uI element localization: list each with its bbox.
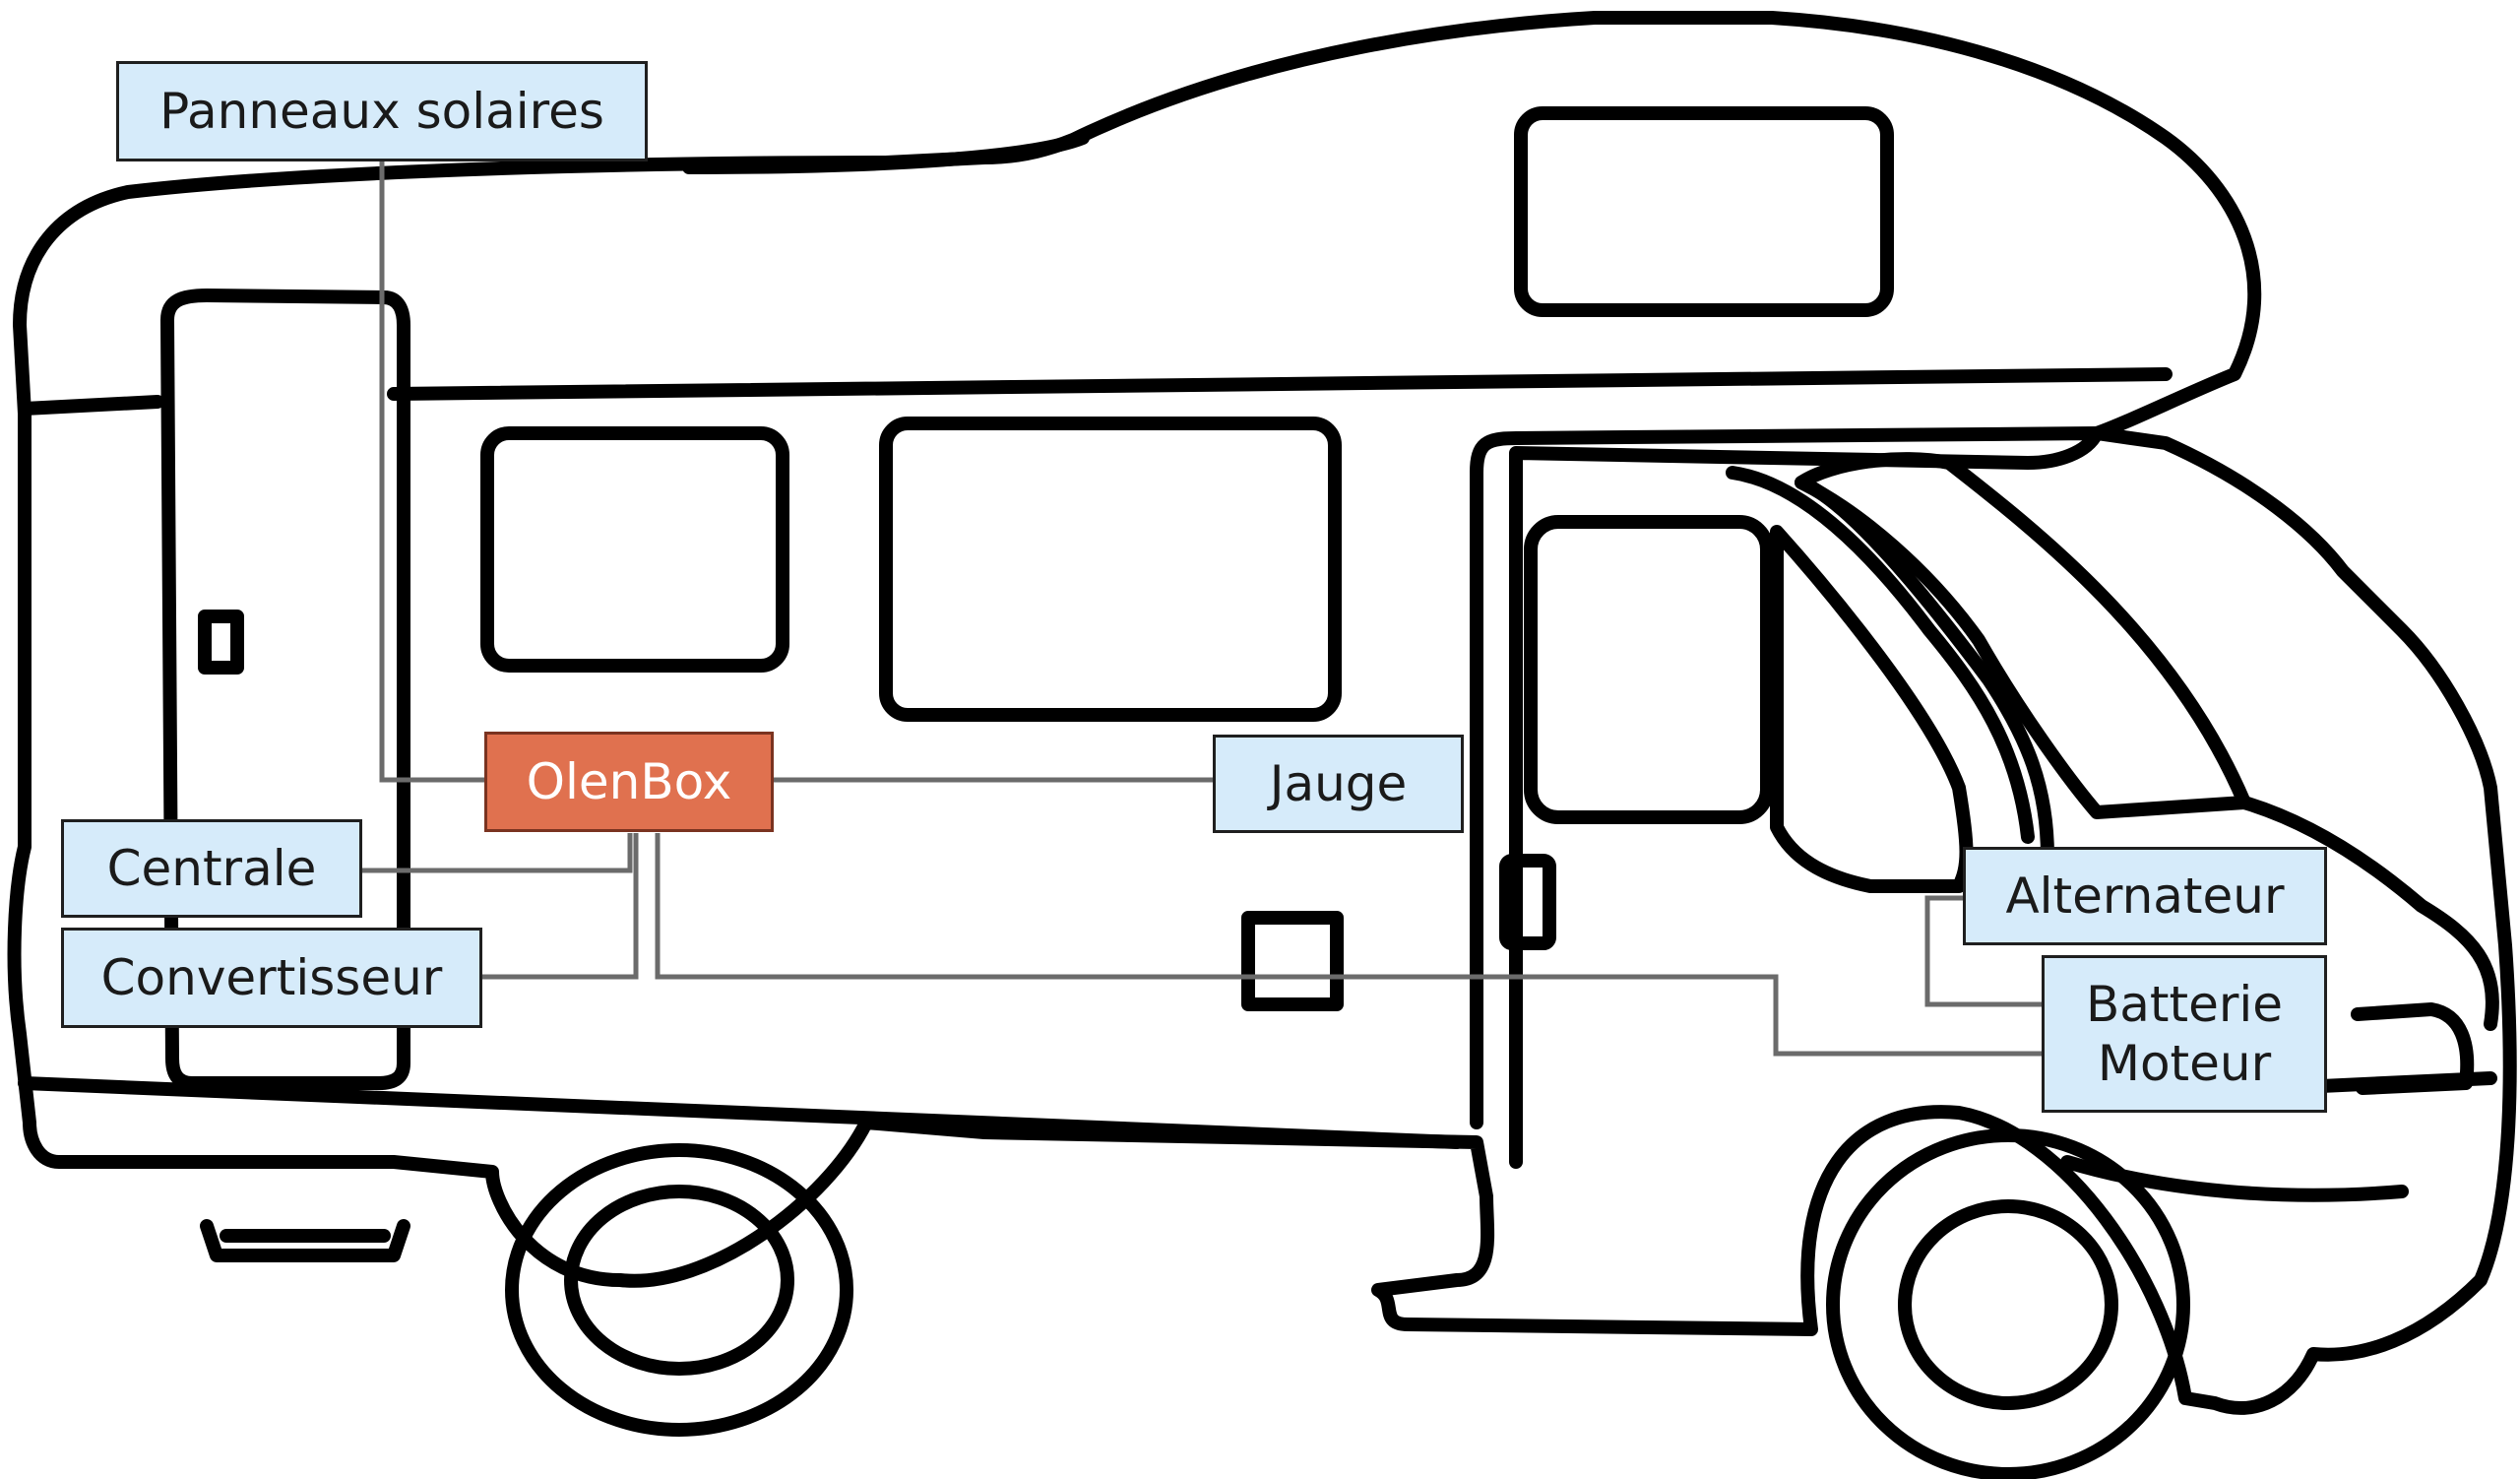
- front-wheel-inner: [1898, 1199, 2118, 1410]
- connector-panneaux: [379, 160, 484, 783]
- headlight: [2351, 1002, 2475, 1095]
- van-body-outline: [7, 11, 2517, 1415]
- olenbox-box: OlenBox: [484, 732, 774, 832]
- alternateur-box: Alternateur: [1963, 847, 2327, 945]
- door-handle: [198, 610, 244, 675]
- cab-door-handle: [1499, 854, 1556, 950]
- rear-wheel-outer: [505, 1143, 853, 1437]
- connector-centrale: [362, 833, 633, 873]
- rear-window-center: [879, 417, 1342, 722]
- rear-window-left: [480, 426, 789, 673]
- rear-wheel-inner: [564, 1185, 794, 1376]
- connector-alternateur: [1924, 895, 2042, 1007]
- cab-door-outline: [1470, 426, 2104, 1169]
- windscreen: [1770, 525, 1974, 893]
- alternateur-label: Alternateur: [2005, 868, 2285, 925]
- connector-convertisseur: [482, 833, 639, 980]
- side-door-outline: [160, 289, 410, 1090]
- cabover-window: [1514, 106, 1894, 317]
- batterie-moteur-label: Batterie Moteur: [2085, 976, 2284, 1092]
- jauge-box: Jauge: [1213, 735, 1464, 833]
- panneaux-solaires-label: Panneaux solaires: [159, 83, 604, 140]
- fuel-hatch: [1241, 911, 1344, 1011]
- jauge-label: Jauge: [1269, 755, 1408, 812]
- batterie-moteur-box: Batterie Moteur: [2042, 955, 2327, 1113]
- centrale-label: Centrale: [106, 840, 317, 897]
- convertisseur-label: Convertisseur: [100, 949, 443, 1006]
- cab-window: [1524, 515, 1774, 824]
- front-wheel-outer: [1826, 1128, 2190, 1479]
- centrale-box: Centrale: [61, 819, 362, 918]
- panneaux-solaires-box: Panneaux solaires: [116, 61, 648, 161]
- connector-batterie: [655, 833, 2042, 1057]
- convertisseur-box: Convertisseur: [61, 928, 482, 1028]
- connector-lines: [362, 160, 2042, 1057]
- olenbox-label: OlenBox: [526, 753, 732, 810]
